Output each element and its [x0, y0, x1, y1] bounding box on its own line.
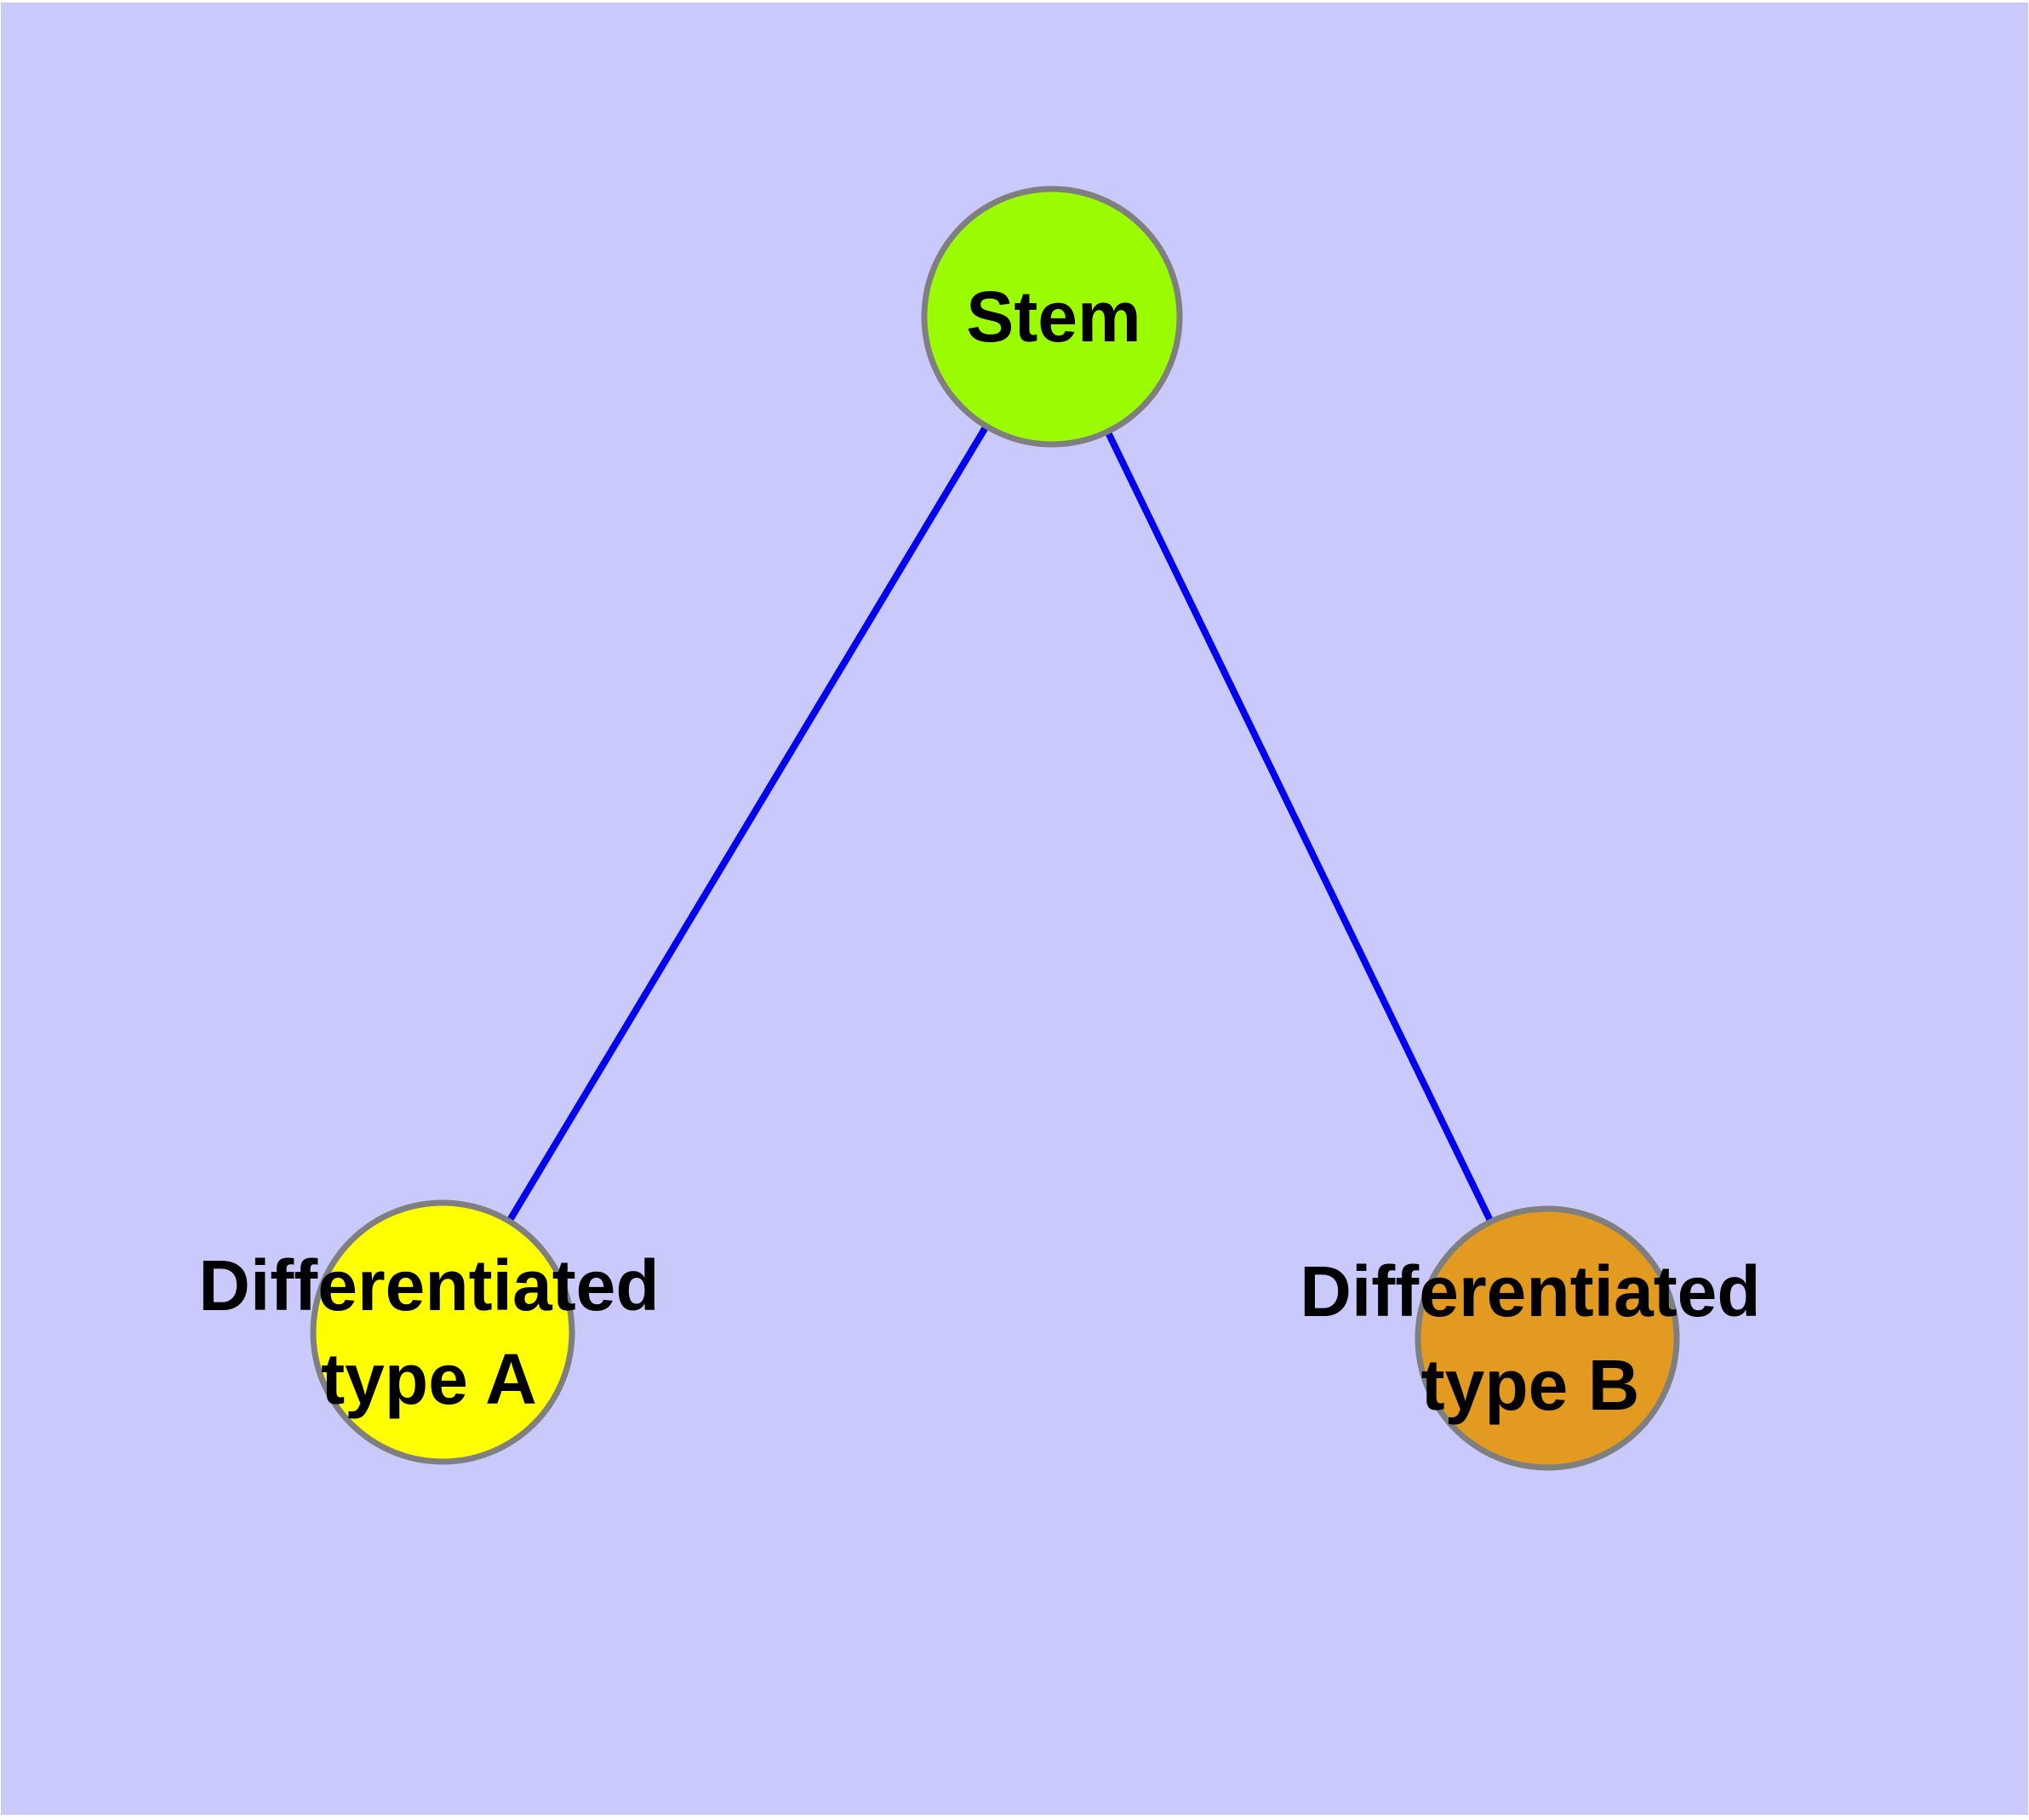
- node-label-line: Differentiated: [198, 1245, 660, 1325]
- node-circle-stem: [921, 186, 1183, 448]
- node-label-line: type B: [1420, 1345, 1640, 1425]
- edge-stem-to-type-b: [1049, 315, 1551, 1340]
- node-label-line: Differentiated: [1300, 1251, 1761, 1331]
- node-label-differentiated-type-b: Differentiated type B: [1300, 1245, 1760, 1432]
- node-label-differentiated-type-a: Differentiated type A: [198, 1239, 659, 1426]
- node-circle-differentiated-type-a: [310, 1199, 575, 1465]
- node-label-line: Stem: [966, 277, 1141, 357]
- node-label-line: type A: [321, 1339, 537, 1419]
- node-circle-differentiated-type-b: [1415, 1205, 1680, 1471]
- edge-stem-to-type-a: [439, 314, 1055, 1335]
- node-label-stem: Stem: [966, 270, 1140, 363]
